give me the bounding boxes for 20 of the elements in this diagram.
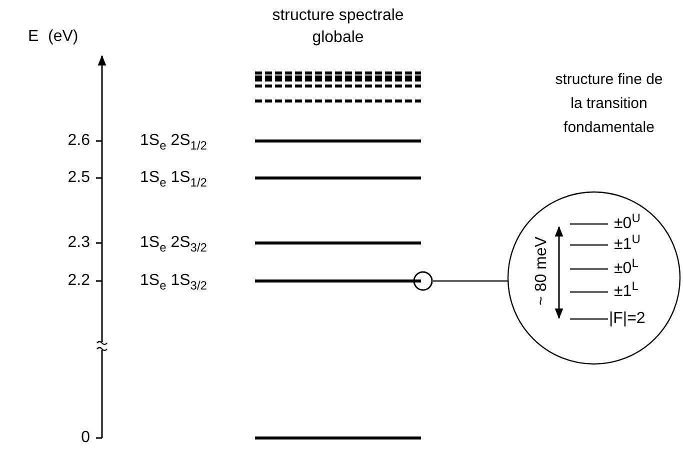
axis-label: E: [28, 28, 39, 46]
tick-label: 0: [81, 429, 90, 447]
tick-label: 2.6: [68, 132, 90, 150]
detail-heading: structure fine de la transition fondamentale: [554, 70, 664, 138]
state-label: 1S$_{e}$ 1S$_{1/2}$: [140, 169, 207, 187]
sublevel-label: |F|=2: [609, 310, 646, 328]
tick-label: 2.2: [68, 272, 90, 290]
axis-label: (eV): [48, 28, 78, 46]
sublevel-label: ±0$^{U}$: [614, 215, 640, 233]
tick-label: 2.5: [68, 169, 90, 187]
energy-span-label: ~ 80 meV: [533, 236, 551, 306]
state-label: 1S$_{e}$ 2S$_{1/2}$: [140, 132, 207, 150]
sublevel-label: ±0$^{L}$: [614, 260, 638, 278]
state-label: 1S$_{e}$ 1S$_{3/2}$: [140, 272, 207, 290]
state-label: 1S$_{e}$ 2S$_{3/2}$: [140, 234, 207, 252]
tick-label: 2.3: [68, 234, 90, 252]
column-heading: structure spectrale globale: [271, 6, 405, 48]
sublevel-label: ±1$^{U}$: [614, 236, 640, 254]
connector-line: [433, 280, 508, 282]
sublevel-label: ±1$^{L}$: [614, 283, 638, 301]
